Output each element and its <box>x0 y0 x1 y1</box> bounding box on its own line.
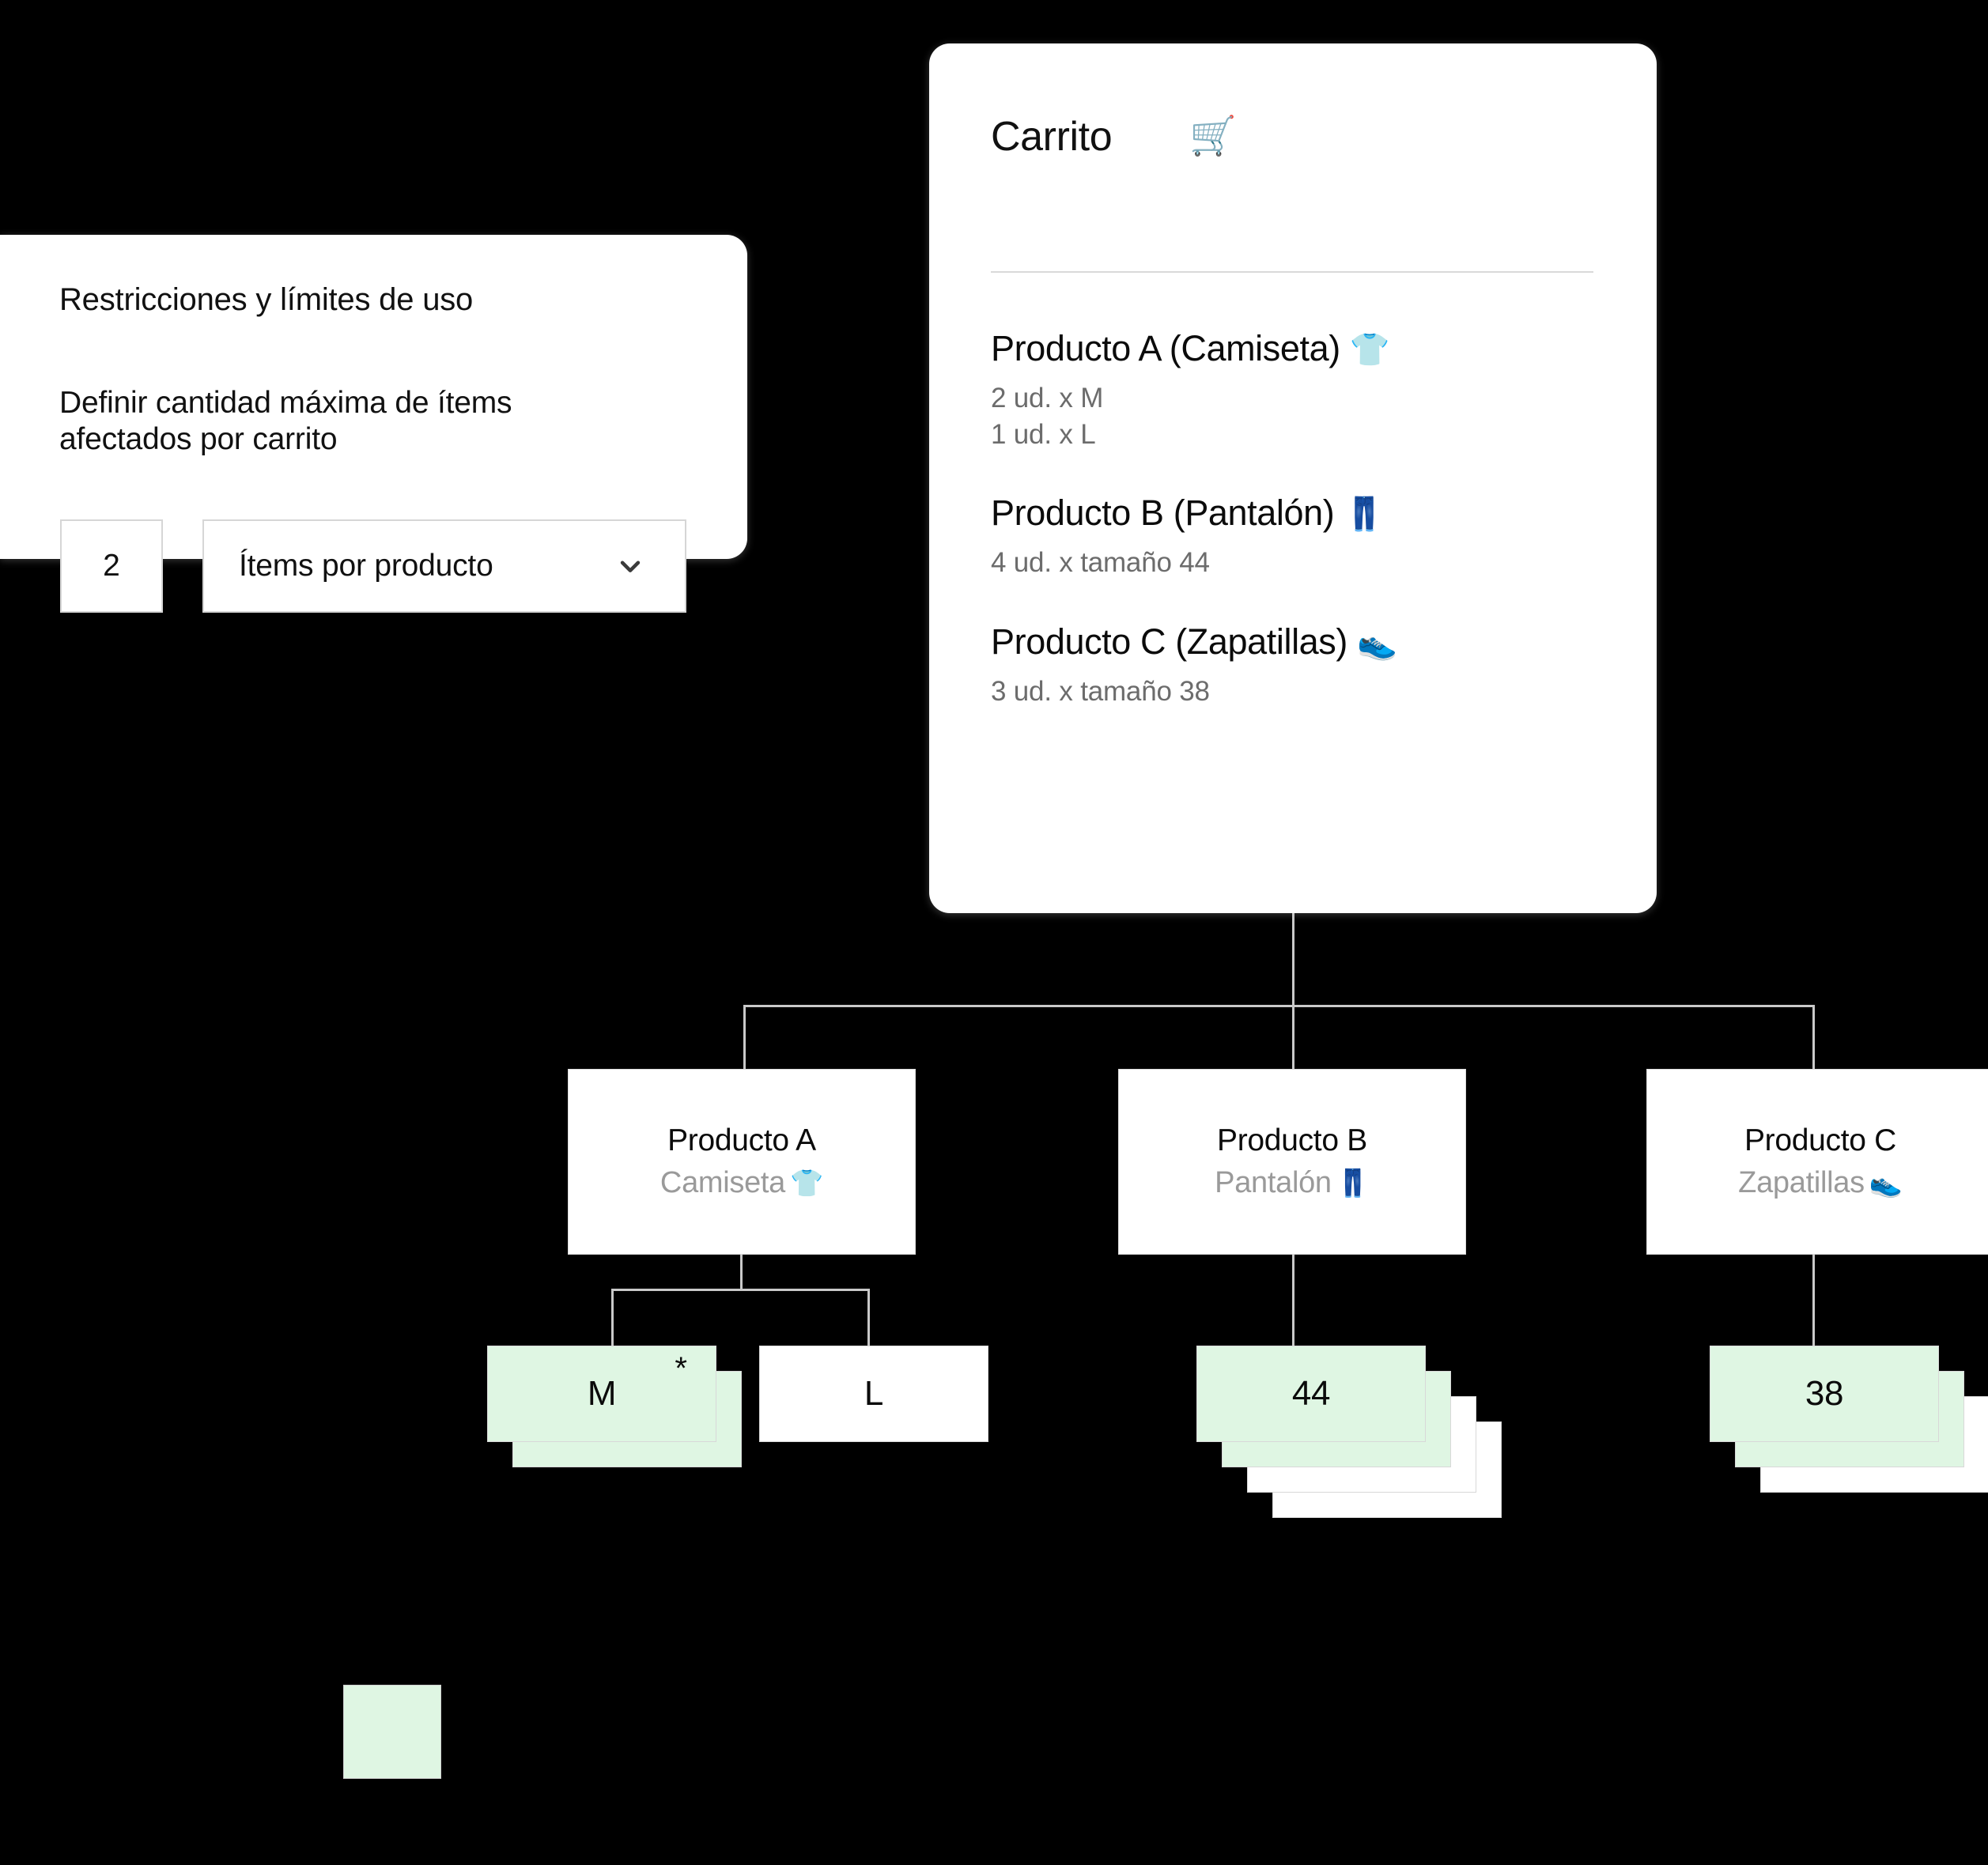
tree-node-title: Producto B <box>1217 1123 1367 1157</box>
leaf-label: 38 <box>1805 1374 1844 1413</box>
leaf-label: 44 <box>1291 1374 1331 1413</box>
t-shirt-icon: 👕 <box>1349 331 1390 368</box>
leaf-card-front[interactable]: 44 <box>1196 1346 1426 1442</box>
asterisk-marker: * <box>675 1351 687 1386</box>
cart-item-detail: 3 ud. x tamaño 38 <box>991 675 1210 707</box>
sneaker-icon: 👟 <box>1869 1168 1903 1199</box>
tree-node-subtitle-text: Zapatillas <box>1738 1166 1865 1199</box>
edge-a-to-l <box>867 1289 870 1346</box>
cart-item-name: Producto B (Pantalón) 👖 <box>991 493 1623 534</box>
cart-header: Carrito 🛒 <box>991 113 1237 160</box>
tree-node-subtitle-text: Pantalón <box>1215 1166 1332 1199</box>
limit-scope-select[interactable]: Ítems por producto <box>202 519 686 613</box>
tree-node-title: Producto A <box>667 1123 816 1157</box>
t-shirt-icon: 👕 <box>790 1168 824 1199</box>
cart-item: Producto C (Zapatillas) 👟 3 ud. x tamaño… <box>991 621 1623 710</box>
cart-divider <box>991 271 1593 273</box>
cart-item-detail: 1 ud. x L <box>991 419 1096 451</box>
edge-cart-trunk <box>1292 913 1294 1006</box>
max-quantity-input[interactable]: 2 <box>60 519 163 613</box>
restrictions-panel: Restricciones y límites de uso Definir c… <box>0 235 747 613</box>
sneaker-icon: 👟 <box>1357 624 1397 661</box>
cart-item-label: Producto B (Pantalón) <box>991 493 1335 534</box>
tree-node-subtitle: Zapatillas 👟 <box>1738 1166 1903 1200</box>
tree-node-producto-b[interactable]: Producto B Pantalón 👖 <box>1118 1069 1466 1255</box>
jeans-icon: 👖 <box>1344 496 1385 533</box>
leaf-stack-m[interactable]: M * <box>487 1346 742 1504</box>
edge-to-producto-b <box>1292 1005 1294 1074</box>
limit-controls-row: 2 Ítems por producto <box>60 519 686 613</box>
limit-scope-value: Ítems por producto <box>239 549 493 583</box>
tree-node-title: Producto C <box>1744 1123 1897 1157</box>
leaf-card-front[interactable]: 38 <box>1710 1346 1939 1442</box>
tree-node-producto-c[interactable]: Producto C Zapatillas 👟 <box>1646 1069 1988 1255</box>
chevron-down-icon <box>617 553 644 580</box>
cart-item: Producto B (Pantalón) 👖 4 ud. x tamaño 4… <box>991 493 1623 581</box>
leaf-stack-l[interactable]: L <box>759 1346 988 1504</box>
edge-b-to-44 <box>1292 1255 1294 1346</box>
cart-item-name: Producto A (Camiseta) 👕 <box>991 328 1623 369</box>
edge-to-producto-c <box>1812 1005 1815 1074</box>
tree-node-subtitle: Camiseta 👕 <box>660 1166 823 1200</box>
leaf-label: M <box>587 1374 617 1413</box>
cart-item-label: Producto C (Zapatillas) <box>991 621 1347 662</box>
cart-title: Carrito <box>991 114 1113 160</box>
edge-to-producto-a <box>743 1005 746 1074</box>
edge-a-trunk <box>740 1255 743 1290</box>
cart-item: Producto A (Camiseta) 👕 2 ud. x M 1 ud. … <box>991 328 1623 453</box>
affected-items-swatch <box>343 1685 441 1779</box>
restrictions-description: Definir cantidad máxima de ítems afectad… <box>59 386 512 457</box>
tree-node-subtitle-text: Camiseta <box>660 1166 786 1199</box>
cart-item-detail: 2 ud. x M <box>991 383 1104 413</box>
edge-c-to-38 <box>1812 1255 1815 1346</box>
shopping-cart-icon: 🛒 <box>1189 115 1237 157</box>
cart-item-list: Producto A (Camiseta) 👕 2 ud. x M 1 ud. … <box>991 328 1623 710</box>
leaf-stack-44[interactable]: 44 <box>1196 1346 1502 1527</box>
jeans-icon: 👖 <box>1336 1168 1370 1199</box>
leaf-card-front[interactable]: L <box>759 1346 988 1442</box>
edge-a-to-m <box>611 1289 614 1346</box>
edge-a-bus <box>612 1289 869 1291</box>
restrictions-title: Restricciones y límites de uso <box>59 282 474 317</box>
leaf-label: L <box>864 1374 884 1413</box>
tree-node-subtitle: Pantalón 👖 <box>1215 1166 1370 1200</box>
leaf-card-front[interactable]: M * <box>487 1346 716 1442</box>
tree-node-producto-a[interactable]: Producto A Camiseta 👕 <box>568 1069 916 1255</box>
leaf-stack-38[interactable]: 38 <box>1710 1346 1988 1504</box>
cart-item-label: Producto A (Camiseta) <box>991 328 1340 368</box>
cart-item-detail: 4 ud. x tamaño 44 <box>991 547 1210 579</box>
cart-item-name: Producto C (Zapatillas) 👟 <box>991 621 1623 663</box>
cart-panel: Carrito 🛒 Producto A (Camiseta) 👕 2 ud. … <box>929 43 1657 913</box>
edge-product-bus <box>744 1005 1814 1007</box>
